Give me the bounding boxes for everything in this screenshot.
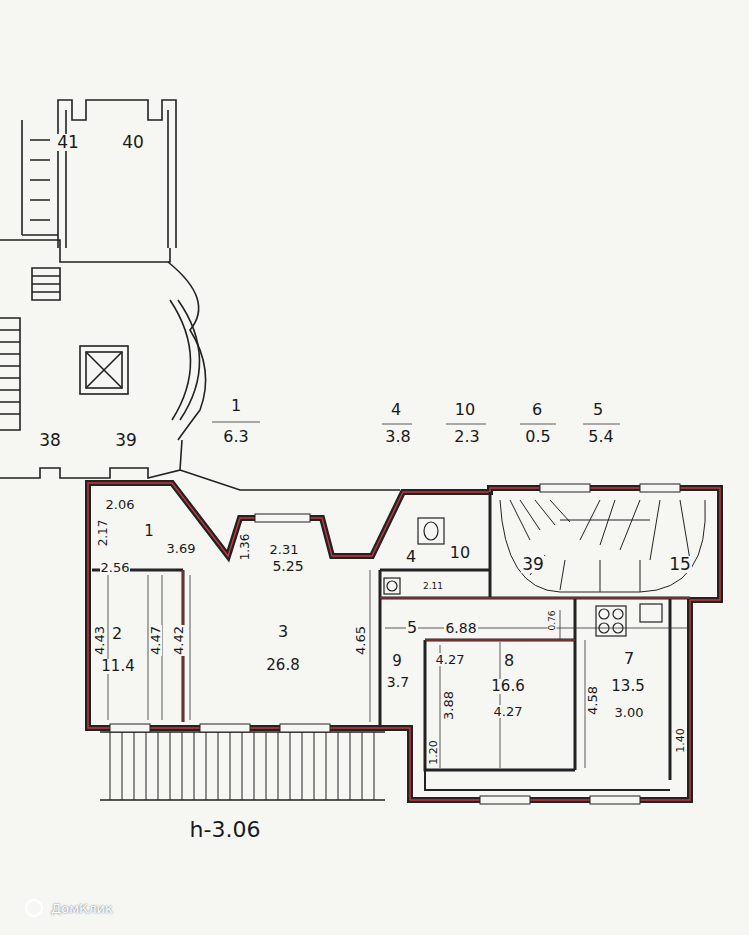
- plan-label: 8: [503, 653, 515, 669]
- plan-label: 4.58: [585, 685, 598, 716]
- plan-label: 5.25: [271, 559, 304, 573]
- plan-label: 5: [406, 620, 418, 636]
- plan-label: 3.69: [166, 542, 197, 555]
- plan-label: 4: [390, 402, 402, 418]
- plan-label: 5.4: [587, 429, 614, 445]
- plan-label: 3: [277, 624, 289, 640]
- fixtures: [384, 518, 662, 636]
- windows: [110, 484, 680, 804]
- plan-label: 3.7: [386, 675, 410, 689]
- plan-label: 2: [111, 626, 123, 642]
- plan-label: 2.3: [453, 429, 480, 445]
- plan-label: 6: [531, 402, 543, 418]
- plan-label: 2.31: [269, 543, 300, 556]
- plan-label: 4.43: [92, 625, 105, 656]
- plan-label: 1: [230, 398, 242, 414]
- staircase: [500, 500, 705, 592]
- plan-label: 1: [143, 524, 155, 539]
- plan-label: 15: [668, 556, 692, 573]
- dimension-lines: [96, 422, 690, 768]
- plan-label: 6.88: [444, 621, 477, 635]
- plan-label: 4.42: [171, 625, 184, 656]
- plan-label: 1.20: [428, 739, 439, 766]
- plan-label: 41: [56, 134, 80, 151]
- plan-label: 6.3: [222, 429, 249, 445]
- plan-label: 26.8: [265, 658, 300, 673]
- plan-label: h-3.06: [189, 819, 262, 841]
- plan-label: 0.5: [524, 429, 551, 445]
- grating-bars: [110, 732, 374, 800]
- plan-label: 39: [521, 556, 545, 573]
- plan-label: 4.47: [148, 625, 161, 656]
- plan-label: 5: [592, 402, 604, 418]
- plan-label: 10: [454, 402, 476, 418]
- plan-label: 4.27: [435, 653, 466, 666]
- plan-label: 2.17: [97, 519, 109, 548]
- plan-label: 9: [391, 654, 403, 669]
- plan-label: 4.27: [493, 705, 524, 718]
- plan-label: 16.6: [490, 679, 525, 694]
- plan-label: 0.76: [547, 609, 556, 631]
- plan-label: 3.00: [614, 706, 645, 719]
- plan-label: 4: [405, 549, 417, 565]
- plan-label: 7: [623, 651, 635, 667]
- plan-label: 40: [121, 134, 145, 151]
- plan-label: 11.4: [100, 659, 135, 674]
- plan-label: 4.65: [353, 625, 366, 656]
- plan-label: 10: [449, 545, 471, 561]
- plan-label: 2.06: [105, 498, 136, 511]
- watermark-icon: [26, 900, 42, 916]
- plan-label: 2.56: [100, 561, 131, 574]
- apartment-walls: [88, 483, 720, 800]
- plan-label: 1.36: [239, 533, 251, 562]
- plan-label: 13.5: [610, 679, 645, 694]
- plan-label: 2.11: [422, 582, 444, 591]
- plan-label: 38: [38, 432, 62, 449]
- plan-label: 39: [114, 432, 138, 449]
- plan-label: 3.88: [441, 690, 454, 721]
- plan-label: 1.40: [675, 727, 686, 754]
- building-walls: [0, 100, 400, 800]
- watermark: ДомКлик: [50, 902, 114, 915]
- plan-label: 3.8: [384, 429, 411, 445]
